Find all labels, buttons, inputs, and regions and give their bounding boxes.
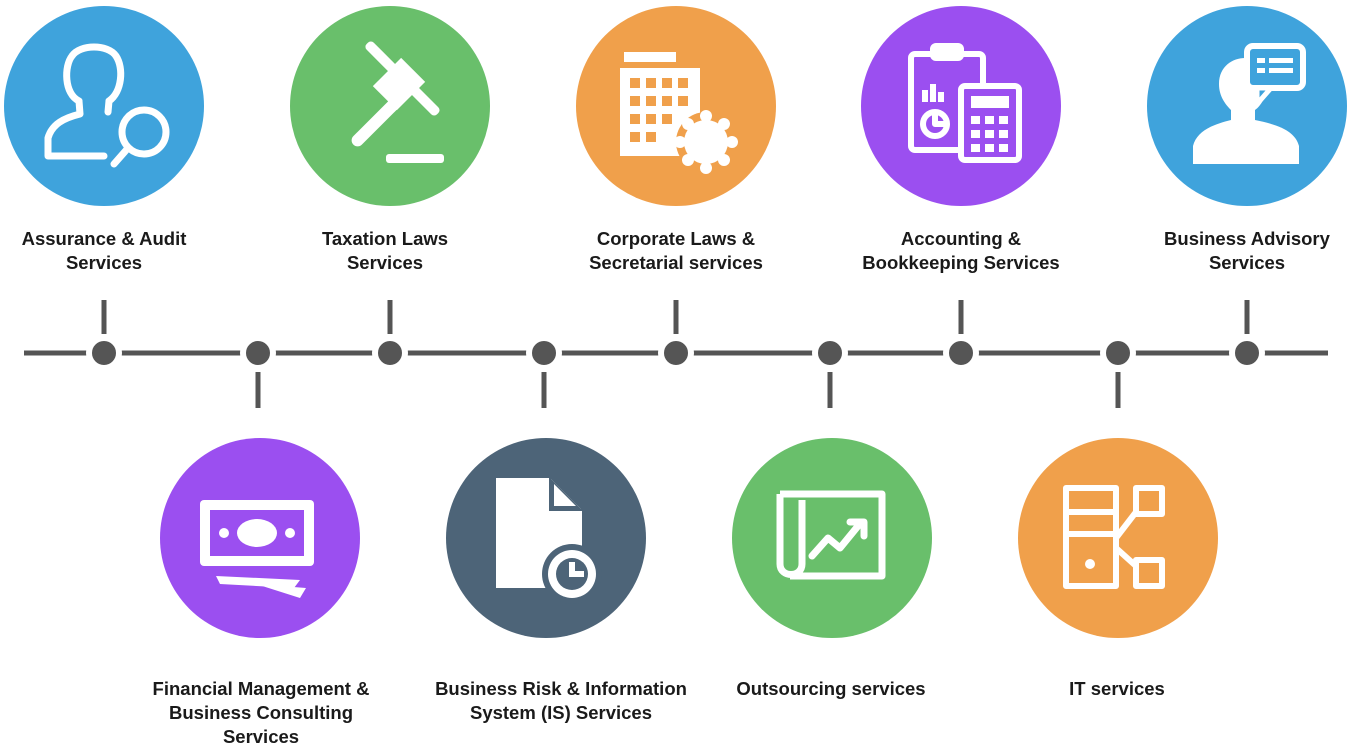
gavel-icon [351,41,444,163]
server-network-icon [1063,485,1165,589]
service-label-taxation: Taxation Laws Services [321,228,449,273]
service-circle-business-risk [446,438,646,638]
money-bill-icon [200,500,314,598]
service-label-it: IT services [1069,678,1165,699]
service-circle-outsourcing [732,438,932,638]
service-circle-accounting [861,6,1061,206]
clipboard-calculator-icon [908,43,1022,163]
timeline-node [372,335,408,371]
chart-scroll-icon [776,490,886,580]
service-label-outsourcing: Outsourcing services [736,678,926,699]
timeline-node [240,335,276,371]
timeline-node [86,335,122,371]
service-circle-assurance-audit [4,6,204,206]
service-circle-corporate-laws [576,6,776,206]
service-label-accounting: Accounting & Bookkeeping Services [862,228,1060,273]
advisor-speech-icon [1193,43,1306,164]
timeline-node [943,335,979,371]
service-label-business-advisory: Business Advisory Services [1164,228,1330,273]
building-gear-icon [620,52,738,174]
service-label-corporate-laws: Corporate Laws & Secretarial services [589,228,763,273]
service-circle-it [1018,438,1218,638]
service-label-financial-management: Financial Management & Business Consulti… [152,678,370,747]
document-clock-icon [496,478,602,604]
timeline-node [526,335,562,371]
service-circle-financial-management [160,438,360,638]
timeline-node [658,335,694,371]
timeline-node [1229,335,1265,371]
timeline-node [812,335,848,371]
timeline-node [1100,335,1136,371]
service-circle-business-advisory [1147,6,1347,206]
service-circle-taxation [290,6,490,206]
service-label-assurance-audit: Assurance & Audit Services [21,228,187,273]
audit-magnifier-icon [44,43,170,168]
service-label-business-risk: Business Risk & Information System (IS) … [435,678,687,723]
